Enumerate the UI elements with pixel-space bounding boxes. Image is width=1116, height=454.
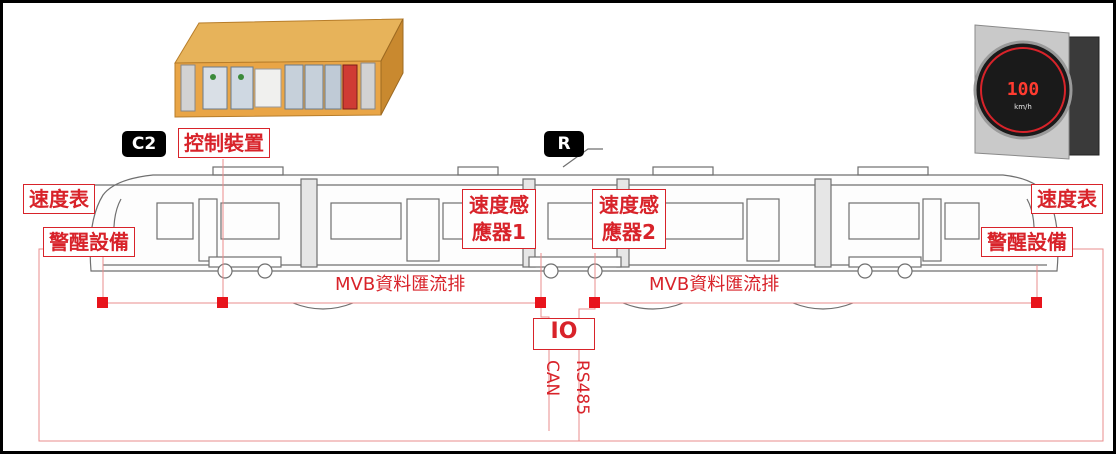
speedometer-unit: km/h — [1014, 103, 1032, 111]
mvb-bus-label-left: MVB資料匯流排 — [333, 274, 468, 296]
speed-sensor-2-label: 速度感 應器2 — [592, 189, 666, 249]
rack-unit-illustration — [174, 18, 404, 118]
can-label: CAN — [542, 360, 562, 397]
mvb-bus-label-right: MVB資料匯流排 — [647, 274, 782, 296]
alert-device-label-left: 警醒設備 — [43, 227, 135, 257]
car-tag-c2: C2 — [122, 131, 166, 157]
rs485-label: RS485 — [572, 360, 592, 416]
bus-node-4 — [589, 297, 600, 308]
speed-sensor-2-line1: 速度感 — [599, 193, 659, 217]
speed-sensor-1-line1: 速度感 — [469, 193, 529, 217]
speed-sensor-1-line2: 應器1 — [472, 220, 526, 244]
speed-sensor-2-line2: 應器2 — [602, 220, 656, 244]
alert-device-label-right: 警醒設備 — [981, 227, 1073, 257]
io-module: IO — [533, 318, 595, 350]
bus-node-2 — [217, 297, 228, 308]
bus-node-5 — [1031, 297, 1042, 308]
speedometer-readout: 100 — [1007, 79, 1040, 100]
bus-node-3 — [535, 297, 546, 308]
control-device-label: 控制裝置 — [178, 128, 270, 158]
speedometer-label-left: 速度表 — [23, 184, 95, 214]
bus-node-1 — [97, 297, 108, 308]
speedometer-label-right: 速度表 — [1031, 184, 1103, 214]
speed-sensor-1-label: 速度感 應器1 — [462, 189, 536, 249]
car-tag-r: R — [544, 131, 584, 157]
